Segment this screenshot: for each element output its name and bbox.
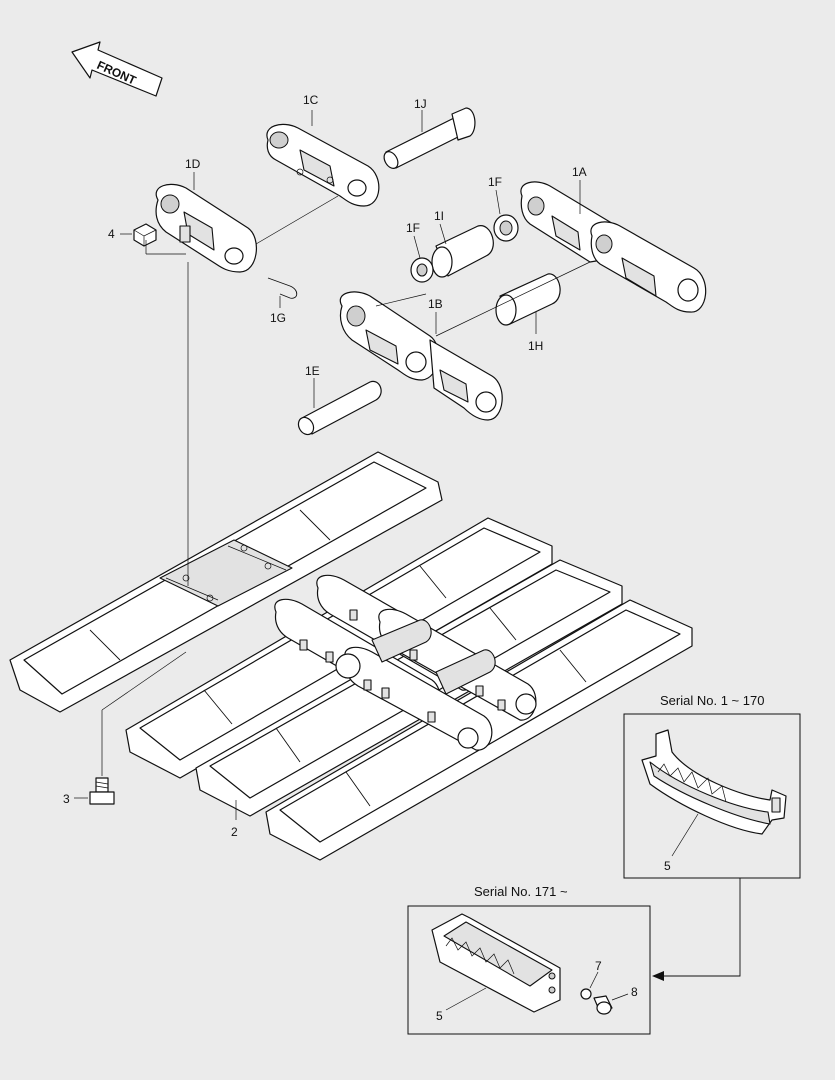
label-2: 2: [231, 825, 238, 839]
connector-arrow: [652, 878, 741, 981]
leader-lines: [74, 110, 591, 820]
inset-lower-title: Serial No. 171 ~: [474, 884, 568, 899]
washer-1f-left: [410, 257, 434, 283]
link-1d: [155, 183, 257, 273]
link-1c: [266, 123, 380, 207]
inset-box-lower: Serial No. 171 ~: [407, 884, 651, 1035]
label-1h: 1H: [528, 339, 543, 353]
label-8: 8: [631, 985, 638, 999]
assembled-chain: [274, 574, 537, 751]
label-1c: 1C: [303, 93, 319, 107]
inset-box-upper: Serial No. 1 ~ 170: [623, 693, 801, 879]
bushing-1h: [495, 273, 561, 326]
label-1e: 1E: [305, 364, 320, 378]
washer-7: [580, 988, 592, 1000]
label-1d: 1D: [185, 157, 201, 171]
label-1a: 1A: [572, 165, 587, 179]
pin-1j: [383, 107, 476, 169]
label-3: 3: [63, 792, 70, 806]
step-new-type: [431, 913, 561, 1013]
label-1i: 1I: [434, 209, 444, 223]
front-arrow-icon: FRONT: [71, 41, 163, 97]
label-5-lower: 5: [436, 1009, 443, 1023]
label-1j: 1J: [414, 97, 427, 111]
label-1f-left: 1F: [406, 221, 420, 235]
inset-upper-title: Serial No. 1 ~ 170: [660, 693, 764, 708]
screw-8: [593, 995, 613, 1015]
link-1b: [339, 291, 503, 421]
track-shoe-back: [9, 451, 443, 713]
nut-4: [133, 223, 157, 247]
pin-1e: [297, 380, 382, 436]
label-4: 4: [108, 227, 115, 241]
part-labels: 1C 1J 1D 1A 1F 1I 1F 4 1G 1B 1H 1E 3 2 5…: [63, 93, 671, 1023]
chain-bolts: [299, 609, 506, 723]
bolt-3: [89, 777, 115, 805]
washer-1f-right: [493, 214, 519, 242]
link-1a: [520, 181, 707, 313]
step-old-type: [641, 729, 787, 835]
label-1f-right: 1F: [488, 175, 502, 189]
label-1g: 1G: [270, 311, 286, 325]
bushing-1i: [431, 225, 494, 278]
label-5-upper: 5: [664, 859, 671, 873]
cotter-1g: [267, 277, 298, 299]
label-1b: 1B: [428, 297, 443, 311]
label-7: 7: [595, 959, 602, 973]
